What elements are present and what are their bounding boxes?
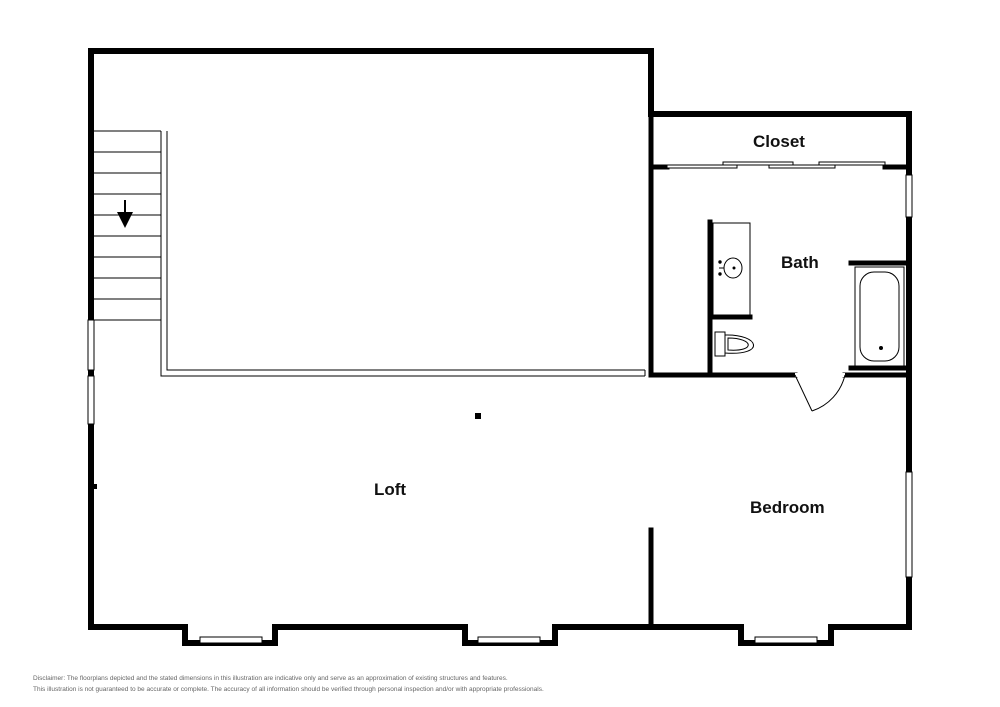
window-left xyxy=(87,319,95,371)
arrow-down-icon xyxy=(117,200,133,228)
disclaimer-line-1: Disclaimer: The floorplans depicted and … xyxy=(33,675,508,682)
wall-marker xyxy=(94,484,97,489)
windows xyxy=(87,174,913,644)
window-right-bath xyxy=(905,174,913,218)
window-bottom-1 xyxy=(199,636,263,644)
window-bottom-3 xyxy=(754,636,818,644)
staircase xyxy=(94,130,162,321)
room-label-bath: Bath xyxy=(781,253,819,272)
sink-icon xyxy=(712,222,751,317)
interior-walls xyxy=(648,111,912,630)
window-bottom-2 xyxy=(477,636,541,644)
door-swing-icon xyxy=(794,373,846,412)
toilet-icon xyxy=(714,331,754,357)
room-label-closet: Closet xyxy=(753,132,805,151)
disclaimer-line-2: This illustration is not guaranteed to b… xyxy=(33,686,544,693)
bathtub-icon xyxy=(854,266,905,367)
ceiling-marker xyxy=(475,413,481,419)
room-label-loft: Loft xyxy=(374,480,407,499)
window-right-bedroom xyxy=(905,471,913,578)
room-label-bedroom: Bedroom xyxy=(750,498,825,517)
window-left-lower xyxy=(87,375,95,425)
loft-railing xyxy=(160,131,646,377)
closet-sliding-doors xyxy=(666,161,886,169)
